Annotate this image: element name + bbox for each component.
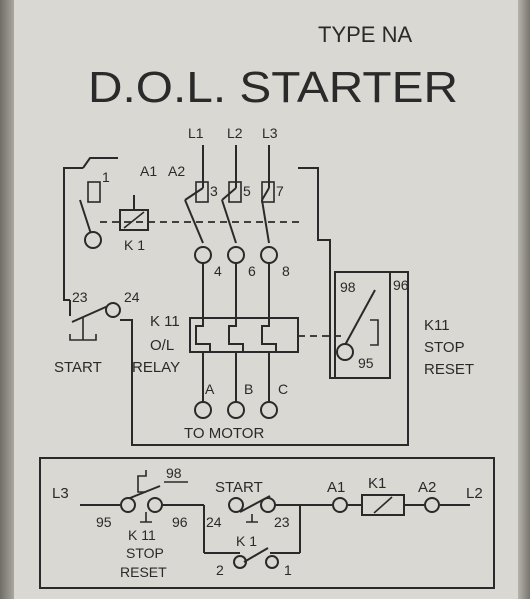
relay-label-ol: O/L (150, 337, 174, 354)
motor-terminal-label-b: B (244, 381, 253, 397)
schem-terminal-24 (228, 497, 244, 513)
reset-terminal-95 (336, 343, 354, 361)
lower-terminal-4: 4 (214, 263, 222, 279)
start-contact-actuator (246, 514, 258, 523)
aux-terminal-2 (233, 555, 247, 569)
main-contact-2 (221, 199, 237, 244)
terminal-post-7 (261, 181, 275, 203)
aux-terminal-1 (265, 555, 279, 569)
line-label-l3: L3 (262, 125, 278, 141)
type-label: TYPE NA (318, 22, 412, 47)
motor-terminal-c (260, 401, 278, 419)
aux-contact-blade (243, 547, 269, 563)
reset-label-k11: K11 (424, 317, 450, 334)
line-label-l1: L1 (188, 125, 204, 141)
reset-housing (334, 271, 391, 379)
schematic-box (39, 457, 495, 589)
schem-label-k11: K 11 (128, 527, 156, 543)
reset-label-96: 96 (393, 277, 409, 293)
schem-label-a1: A1 (327, 479, 345, 496)
control-wire-top (82, 157, 118, 169)
reset-pushbutton (370, 319, 379, 346)
reset-label-95: 95 (358, 355, 374, 371)
motor-terminal-b (227, 401, 245, 419)
coil-k1-slash (373, 496, 393, 514)
terminal-8 (260, 246, 278, 264)
reset-label-reset: RESET (424, 361, 474, 378)
schem-label-k1: K1 (368, 475, 386, 492)
start-pushbutton (69, 318, 97, 341)
k1-coil-slash (123, 211, 145, 229)
reset-contact (344, 289, 376, 346)
coil-terminal-a1 (332, 497, 348, 513)
schem-terminal-96 (147, 497, 163, 513)
aux-contact-terminal (84, 231, 102, 249)
motor-terminal-label-a: A (205, 381, 215, 397)
coil-k1 (361, 494, 405, 516)
schem-label-start: START (215, 479, 263, 496)
upper-terminal-3: 3 (210, 183, 218, 199)
coil-label-k1: K 1 (124, 237, 145, 253)
stop-contact-actuator (137, 470, 152, 523)
start-contact-blade (239, 495, 271, 513)
terminal-post-5 (228, 181, 242, 203)
start-label-24: 24 (124, 289, 140, 305)
control-wire-right (298, 167, 331, 285)
coil-label-a1: A1 (140, 163, 157, 179)
schem-label-aux-1: 1 (284, 562, 292, 578)
reset-box (329, 285, 348, 379)
l1-link (184, 187, 204, 201)
terminal-post-1 (87, 181, 101, 203)
schem-label-stop: STOP (126, 545, 164, 561)
main-contact-3 (261, 199, 270, 244)
lower-terminal-8: 8 (282, 263, 290, 279)
schem-label-98: 98 (166, 465, 182, 481)
coil-label-a2: A2 (168, 163, 185, 179)
reset-label-98: 98 (340, 279, 356, 295)
terminal-post-3 (195, 181, 209, 203)
page-title: D.O.L. STARTER (88, 63, 458, 112)
terminal-6 (227, 246, 245, 264)
enclosure-edge-right (518, 0, 530, 599)
schem-label-aux-2: 2 (216, 562, 224, 578)
schem-label-24: 24 (206, 514, 222, 530)
start-terminal-24 (105, 302, 121, 318)
schem-label-23: 23 (274, 514, 290, 530)
upper-terminal-7: 7 (276, 183, 284, 199)
schem-label-aux-k1: K 1 (236, 533, 257, 549)
schem-label-reset: RESET (120, 564, 167, 580)
ol-element-b (228, 318, 244, 352)
schem-label-l2: L2 (466, 485, 483, 502)
relay-label: RELAY (132, 359, 180, 376)
reset-label-stop: STOP (424, 339, 465, 356)
upper-terminal-1: 1 (102, 169, 110, 185)
schem-label-95: 95 (96, 514, 112, 530)
schem-label-l3: L3 (52, 485, 69, 502)
enclosure-edge-left (0, 0, 14, 599)
main-contact-1 (184, 199, 204, 244)
schem-label-96: 96 (172, 514, 188, 530)
start-label-23: 23 (72, 289, 88, 305)
relay-label-k11: K 11 (150, 313, 180, 330)
schem-label-a2: A2 (418, 479, 436, 496)
motor-terminal-label-c: C (278, 381, 288, 397)
upper-terminal-5: 5 (243, 183, 251, 199)
ol-element-c (261, 318, 277, 352)
ol-element-a (195, 318, 211, 352)
line-label-l2: L2 (227, 125, 243, 141)
reset-right (120, 271, 409, 446)
lower-terminal-6: 6 (248, 263, 256, 279)
start-contact (71, 305, 109, 323)
l3-link (261, 187, 270, 201)
schem-terminal-95 (120, 497, 136, 513)
terminal-4 (194, 246, 212, 264)
coil-terminal-a2 (424, 497, 440, 513)
start-label: START (54, 359, 102, 376)
control-wire-left (63, 167, 83, 301)
motor-label: TO MOTOR (184, 425, 264, 442)
motor-terminal-a (194, 401, 212, 419)
